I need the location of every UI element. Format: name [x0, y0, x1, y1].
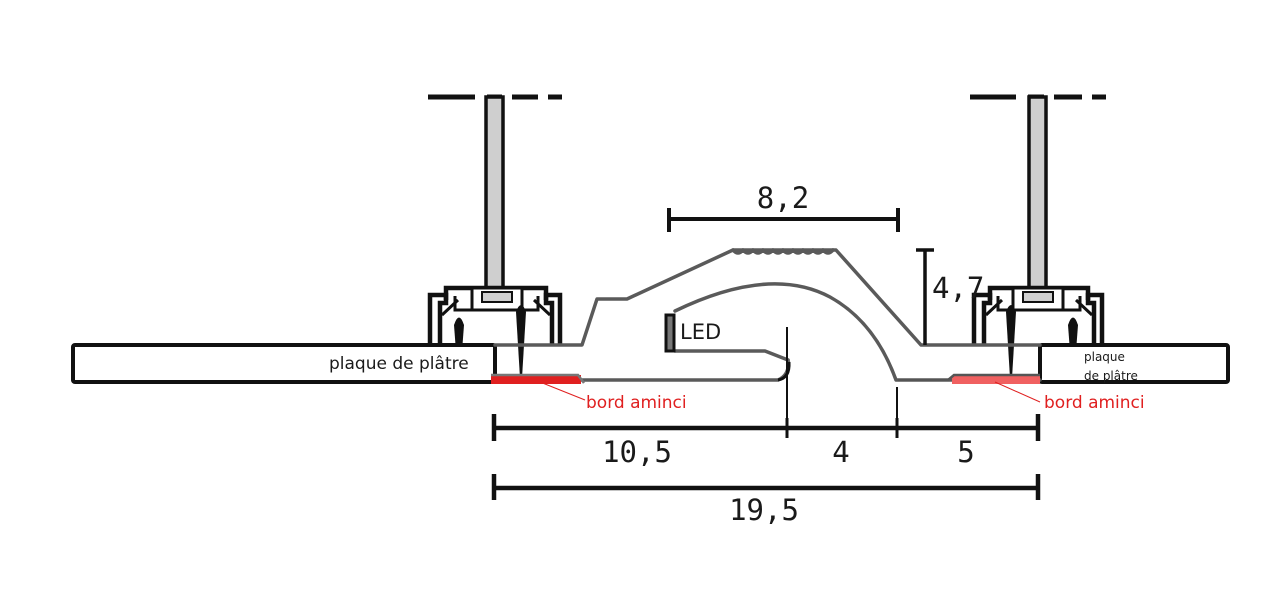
led-strip	[664, 313, 676, 353]
dim-right-segment: 5	[957, 435, 974, 469]
bord-aminci-right-label: bord aminci	[1044, 393, 1145, 413]
right-hanger	[970, 94, 1106, 378]
bord-aminci-left-label: bord aminci	[586, 393, 687, 413]
dim-height: 4,7	[932, 271, 984, 305]
dim-total: 19,5	[729, 493, 799, 527]
led-label: LED	[680, 320, 721, 344]
left-hanger	[427, 94, 563, 378]
plaque-right-label-line2: de plâtre	[1084, 369, 1138, 383]
dimension-chain: 10,5 4 5	[491, 414, 1041, 469]
dim-middle-segment: 4	[832, 435, 849, 469]
led-profile	[493, 248, 1042, 382]
dim-left-segment: 10,5	[602, 435, 672, 469]
screw-icon	[1006, 305, 1016, 378]
dim-top-width: 8,2	[757, 181, 809, 215]
thinned-edge-right	[952, 375, 1040, 384]
plaque-right-label-line1: plaque	[1084, 350, 1125, 364]
dimension-top-width: 8,2	[667, 181, 900, 232]
thinned-edge-left	[491, 375, 581, 384]
dimension-height: 4,7	[916, 248, 984, 345]
plaque-left-label: plaque de plâtre	[329, 354, 469, 374]
screw-icon	[516, 305, 526, 378]
dimension-total: 19,5	[491, 474, 1041, 527]
